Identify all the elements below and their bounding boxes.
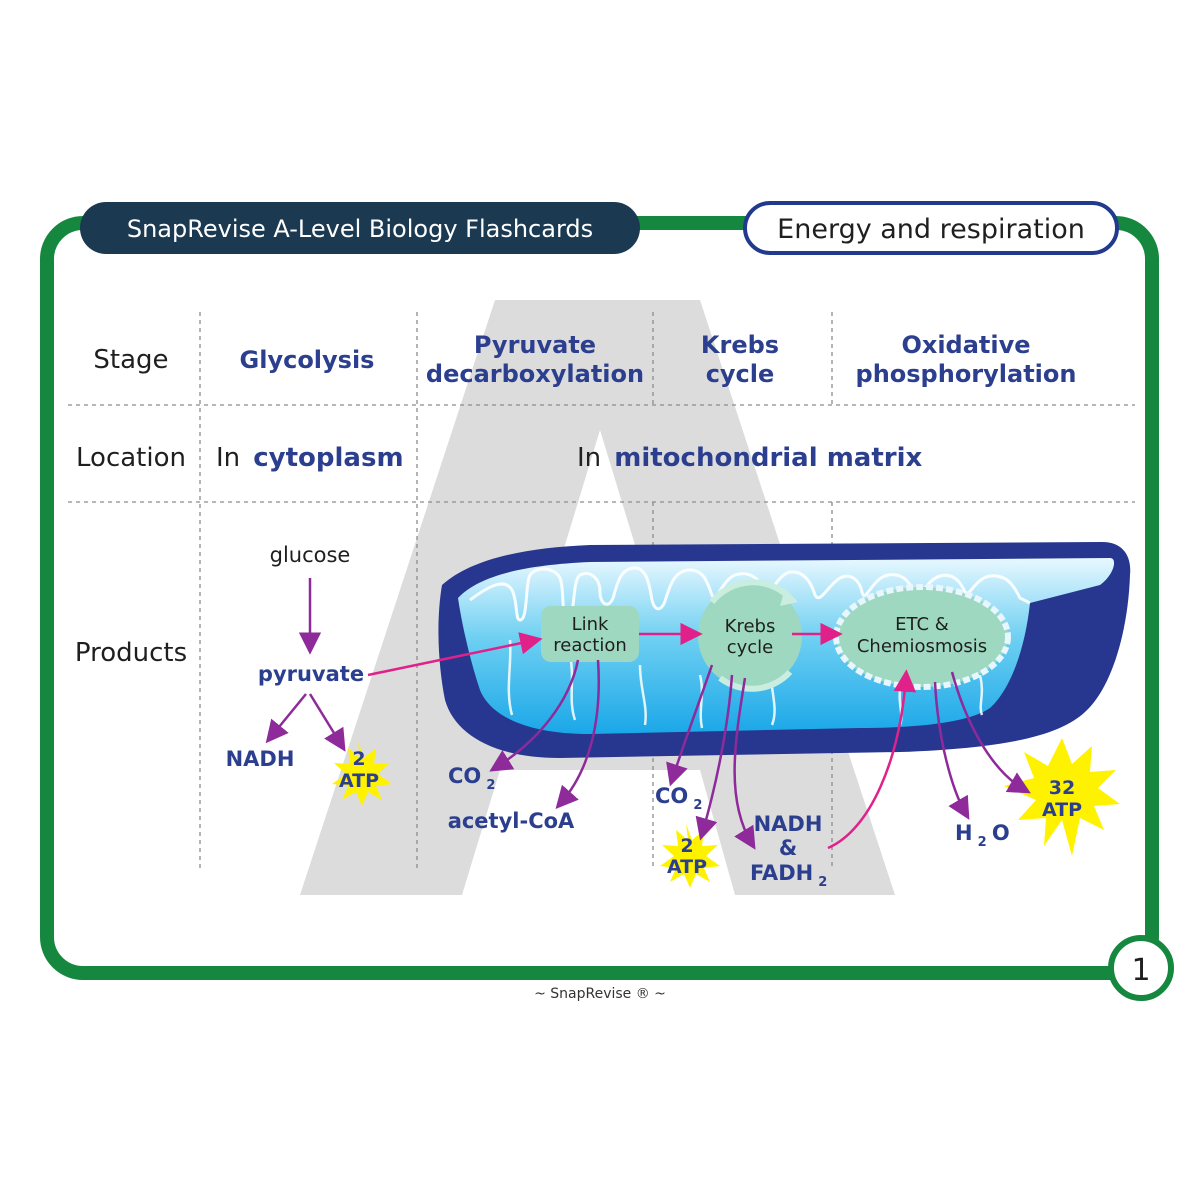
svg-text:NADH: NADH	[754, 812, 823, 836]
stage-pyruvate-line2: decarboxylation	[426, 360, 644, 388]
header-pill: SnapRevise A-Level Biology Flashcards	[80, 202, 640, 254]
krebs-cycle-node: Krebs cycle	[698, 579, 802, 692]
arrow-etc-atp	[950, 671, 1031, 794]
svg-text:FADH 2: FADH 2	[750, 861, 827, 890]
location-cytoplasm: In cytoplasm	[216, 443, 404, 473]
stage-krebs-line2: cycle	[706, 360, 775, 388]
arrow-etc-water	[933, 681, 970, 820]
pathway-arrows	[265, 578, 1031, 850]
footer-brand: ~ SnapRevise ® ~	[534, 986, 666, 1002]
svg-text:ATP: ATP	[339, 770, 379, 792]
stage-pyruvate-line1: Pyruvate	[474, 331, 596, 359]
product-co2-krebs: CO 2	[655, 784, 702, 813]
page-number: 1	[1131, 953, 1150, 988]
svg-text:32: 32	[1049, 777, 1075, 799]
product-acetyl-coa: acetyl-CoA	[448, 809, 575, 833]
row-label-products: Products	[75, 638, 187, 668]
topic-title: Energy and respiration	[777, 214, 1085, 245]
row-label-stage: Stage	[93, 345, 168, 375]
svg-text:&: &	[779, 836, 797, 860]
svg-text:ATP: ATP	[1042, 799, 1082, 821]
link-reaction-box: Link reaction	[541, 606, 639, 662]
product-glucose: glucose	[270, 543, 351, 567]
etc-node: ETC & Chemiosmosis	[833, 584, 1011, 690]
arrow-krebs-atp	[695, 674, 734, 841]
product-water: H 2 O	[955, 821, 1010, 850]
svg-text:ETC &: ETC &	[895, 614, 949, 635]
app-title: SnapRevise A-Level Biology Flashcards	[127, 215, 593, 243]
svg-text:Link: Link	[572, 614, 609, 635]
arrow-pyruvate-atp	[308, 693, 346, 752]
stage-oxidative-line2: phosphorylation	[856, 360, 1077, 388]
cycle-arrow-icon	[709, 579, 793, 604]
atp-star-glycolysis: 2 ATP	[332, 742, 392, 806]
svg-text:Chemiosmosis: Chemiosmosis	[857, 636, 987, 657]
stage-glycolysis: Glycolysis	[240, 346, 375, 374]
atp-star-krebs: 2 ATP	[660, 824, 720, 888]
svg-text:cycle: cycle	[727, 637, 774, 658]
atp-star-oxidative: 32 ATP	[1004, 738, 1120, 856]
product-pyruvate: pyruvate	[258, 662, 364, 686]
svg-text:Krebs: Krebs	[725, 616, 776, 637]
page-number-badge: 1	[1108, 935, 1174, 1001]
topic-pill: Energy and respiration	[743, 201, 1119, 255]
svg-text:2: 2	[680, 835, 693, 857]
location-matrix: In mitochondrial matrix	[577, 443, 922, 473]
arrow-krebs-co2	[666, 664, 714, 787]
arrow-nadh-etc	[827, 669, 917, 850]
svg-text:reaction: reaction	[553, 635, 627, 656]
row-label-location: Location	[76, 443, 186, 473]
arrow-link-acetyl	[555, 659, 600, 810]
stage-krebs-line1: Krebs	[701, 331, 779, 359]
arrow-pyruvate-link	[367, 632, 543, 677]
product-nadh: NADH	[226, 747, 295, 771]
stage-oxidative-line1: Oxidative	[901, 331, 1030, 359]
product-nadh-fadh: NADH & FADH 2	[750, 812, 827, 890]
product-co2-link: CO 2	[448, 764, 495, 793]
svg-text:ATP: ATP	[667, 856, 707, 878]
svg-text:2: 2	[352, 748, 365, 770]
arrow-pyruvate-nadh	[265, 693, 307, 744]
arrow-link-co2	[489, 659, 580, 772]
arrow-krebs-nadh	[733, 677, 756, 850]
